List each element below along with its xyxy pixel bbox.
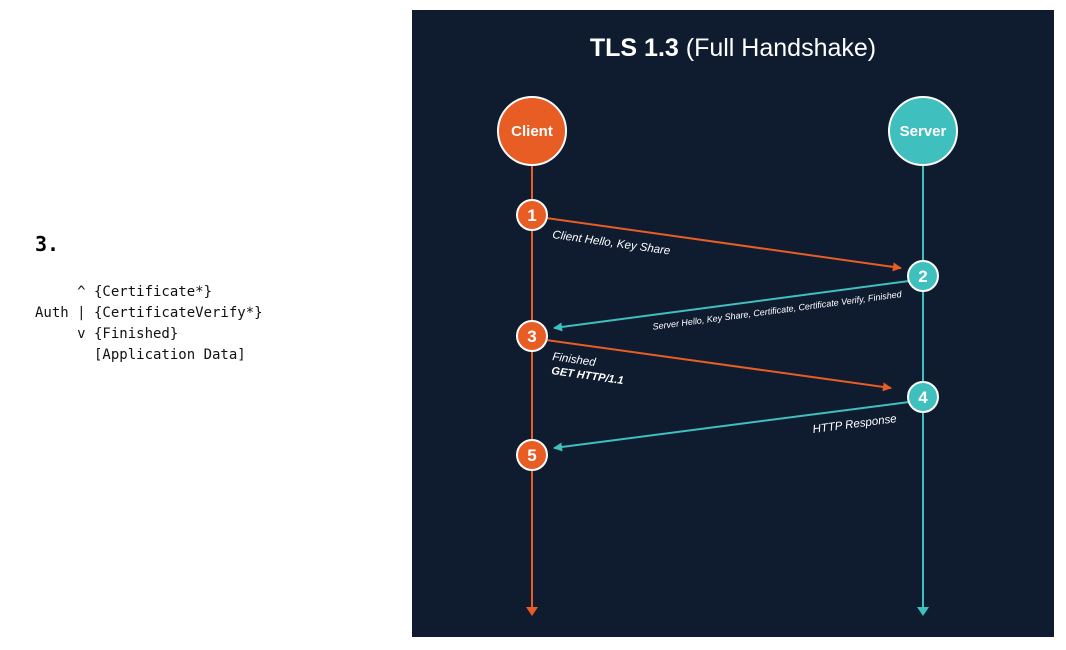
server-lifeline-arrowhead (917, 607, 929, 616)
message-arrow-3 (545, 339, 892, 392)
server-label: Server (900, 123, 947, 140)
step-badge-4-number: 4 (918, 388, 928, 407)
step-badge-5-number: 5 (527, 446, 536, 465)
handshake-code-block: ^ {Certificate*} Auth | {CertificateVerif… (35, 282, 263, 366)
tls-handshake-diagram: TLS 1.3 (Full Handshake) Client Server C… (412, 10, 1054, 637)
step-badge-4 (907, 381, 939, 413)
message-label-4: HTTP Response (812, 413, 897, 436)
client-label: Client (511, 123, 553, 140)
sequence-diagram-svg: TLS 1.3 (Full Handshake) Client Server C… (497, 34, 958, 616)
message-arrow-4 (553, 401, 910, 452)
handshake-notes: 3. ^ {Certificate*} Auth | {CertificateVe… (0, 0, 412, 650)
code-line-certificate: ^ {Certificate*} (35, 284, 213, 300)
step-badge-2 (907, 260, 939, 292)
title-rest: (Full Handshake) (679, 34, 876, 62)
code-line-application-data: [Application Data] (35, 347, 246, 363)
client-lifeline-arrowhead (526, 607, 538, 616)
client-node (497, 96, 567, 166)
step-badge-1 (516, 199, 548, 231)
code-line-finished: v {Finished} (35, 326, 179, 342)
step-number: 3. (35, 232, 60, 256)
step-badge-3-number: 3 (527, 327, 536, 346)
message-arrow-1 (545, 217, 902, 272)
step-badge-1-number: 1 (527, 206, 536, 225)
step-badge-3 (516, 320, 548, 352)
message-label-3b: GET HTTP/1.1 (551, 365, 625, 387)
step-badge-5 (516, 439, 548, 471)
diagram-title: TLS 1.3 (Full Handshake) (590, 34, 876, 62)
code-line-certificate-verify: Auth | {CertificateVerify*} (35, 305, 263, 321)
step-badge-2-number: 2 (918, 267, 927, 286)
message-arrow-2 (553, 280, 910, 332)
title-bold: TLS 1.3 (590, 34, 679, 62)
server-node (888, 96, 958, 166)
